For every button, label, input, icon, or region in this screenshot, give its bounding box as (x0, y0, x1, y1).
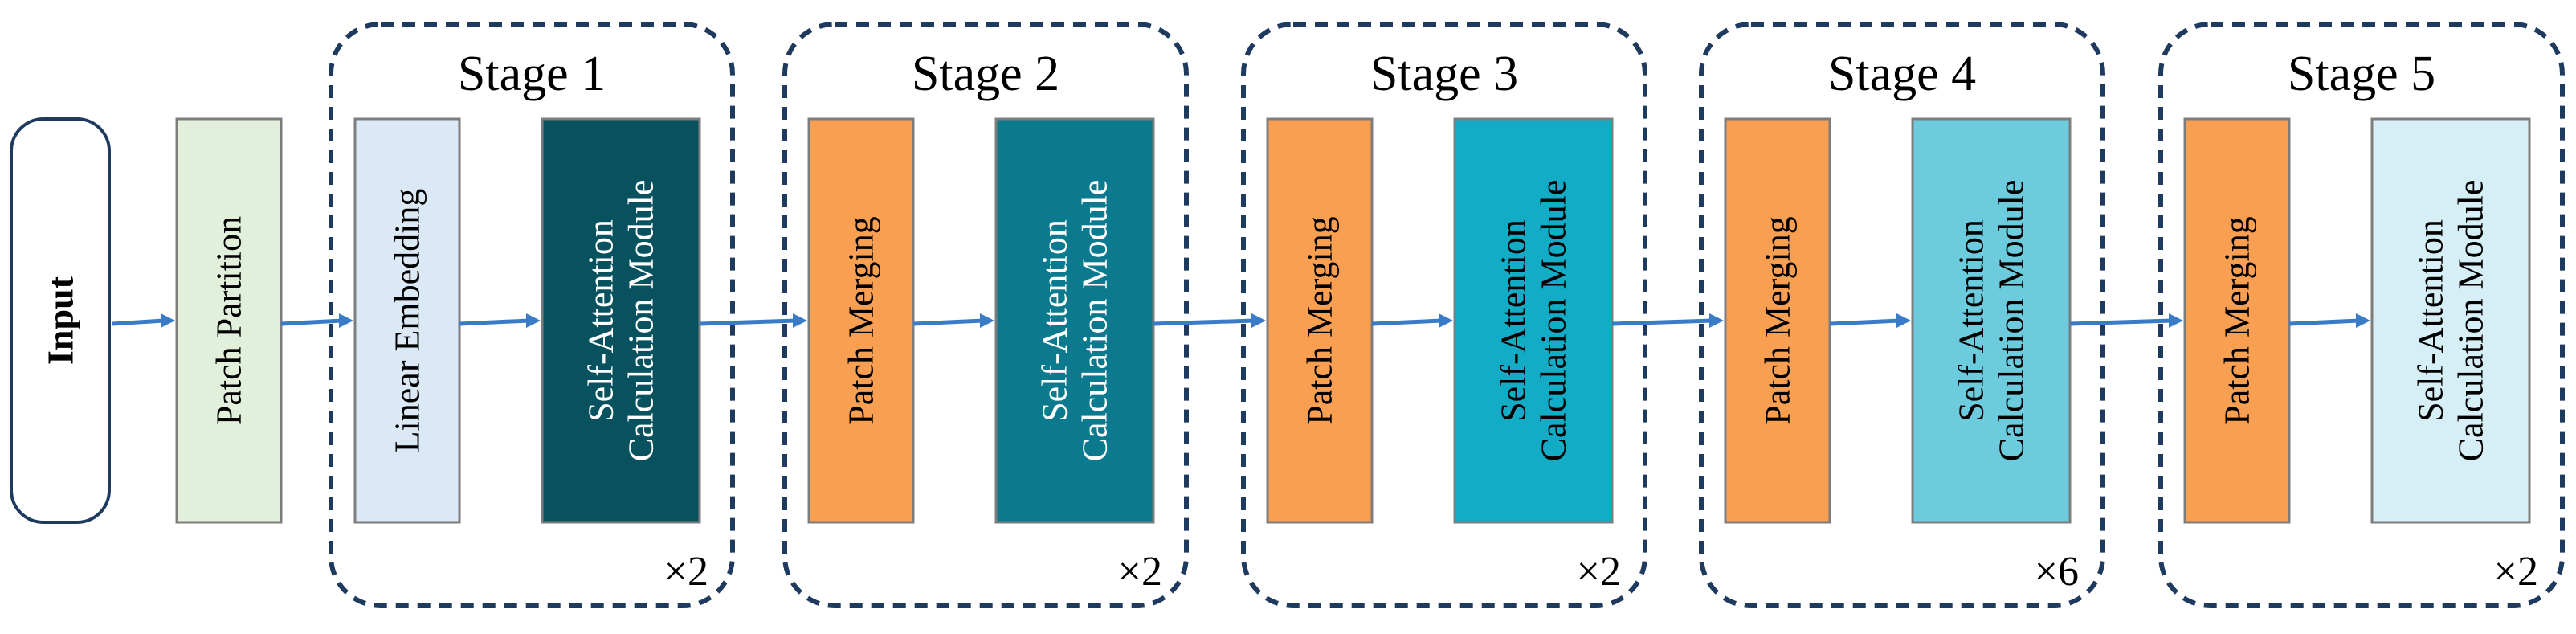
arrow-head (1439, 313, 1453, 328)
flow-arrows (112, 313, 2370, 328)
arrow-shaft (1371, 318, 1443, 326)
arrow-head (339, 313, 353, 328)
arrow-shaft (280, 318, 343, 326)
flow-arrow (1371, 313, 1453, 328)
block-label-line: Calculation Module (622, 180, 661, 462)
patch-merging-block: Patch Merging (807, 117, 915, 524)
block-rect (2183, 117, 2291, 524)
block-label-line: Patch Merging (2218, 216, 2257, 425)
repeat-multiplier: ×2 (1118, 549, 1162, 595)
stage-frame (782, 22, 1189, 608)
stage-frame (1699, 22, 2105, 608)
arrow-head (1709, 313, 1724, 328)
patch-partition-block: Patch Partition (175, 117, 283, 524)
arrow-head (793, 313, 807, 328)
stage-frame (329, 22, 735, 608)
flow-arrow (459, 313, 541, 328)
arrow-shaft (112, 318, 165, 326)
arrow-head (1896, 313, 1911, 328)
arrow-shaft (1153, 318, 1255, 326)
block-rect (994, 117, 1155, 524)
block-rect (541, 117, 701, 524)
arrow-shaft (699, 318, 797, 326)
arrow-head (526, 313, 541, 328)
patch-merging-block: Patch Merging (1724, 117, 1831, 524)
block-rect (807, 117, 915, 524)
flow-arrow (1153, 313, 1266, 328)
flow-arrow (1829, 313, 1911, 328)
arrow-shaft (912, 318, 984, 326)
stage-title: Stage 1 (458, 47, 606, 101)
block-label-line: Self-Attention (582, 219, 621, 422)
patch-merging-block: Patch Merging (2183, 117, 2291, 524)
block-label-line: Linear Embedding (388, 189, 427, 453)
linear-embedding-block: Linear Embedding (353, 117, 461, 524)
block-label-line: Self-Attention (2411, 219, 2451, 422)
arrow-head (2356, 313, 2370, 328)
stage-title: Stage 3 (1370, 47, 1518, 101)
block-label-line: Calculation Module (1534, 180, 1574, 462)
arrow-head (2169, 313, 2183, 328)
flow-arrow (1611, 313, 1724, 328)
block-label-line: Patch Merging (1300, 216, 1340, 425)
arrow-shaft (459, 318, 530, 326)
arrow-head (161, 313, 175, 328)
arrow-head (1251, 313, 1266, 328)
block-rect (1724, 117, 1831, 524)
stage-frame (2158, 22, 2565, 608)
repeat-multiplier: ×2 (2494, 549, 2538, 595)
block-rect (353, 117, 461, 524)
block-label-line: Calculation Module (2451, 180, 2491, 462)
arrow-head (980, 313, 994, 328)
repeat-multiplier: ×6 (2035, 549, 2079, 595)
arrow-shaft (1611, 318, 1713, 326)
block-rect (2370, 117, 2531, 524)
block-rect (1266, 117, 1374, 524)
flow-arrow (699, 313, 807, 328)
block-label-line: Self-Attention (1494, 219, 1533, 422)
flow-arrow (112, 313, 175, 328)
stage-frame (1241, 22, 1647, 608)
repeat-multiplier: ×2 (664, 549, 708, 595)
block-label-line: Calculation Module (1076, 180, 1115, 462)
stage-title: Stage 4 (1828, 47, 1976, 101)
stage-title: Stage 5 (2288, 47, 2435, 101)
arrow-shaft (2288, 318, 2360, 326)
block-label-line: Calculation Module (1992, 180, 2031, 462)
flow-arrow (912, 313, 994, 328)
block-rect (1911, 117, 2072, 524)
block-label-line: Patch Merging (1758, 216, 1798, 425)
flow-arrow (2069, 313, 2183, 328)
arrow-shaft (2069, 318, 2173, 326)
repeat-multiplier: ×2 (1577, 549, 1621, 595)
block-label-line: Patch Merging (842, 216, 881, 425)
input-block: Input (10, 117, 111, 524)
patch-partition-label: Patch Partition (210, 216, 249, 425)
input-label: Input (40, 276, 81, 365)
block-label-line: Self-Attention (1952, 219, 1991, 422)
arrow-shaft (1829, 318, 1900, 326)
block-label-line: Self-Attention (1035, 219, 1075, 422)
stage-title: Stage 2 (912, 47, 1059, 101)
block-rect (1453, 117, 1614, 524)
flow-arrow (280, 313, 353, 328)
flow-arrow (2288, 313, 2370, 328)
patch-merging-block: Patch Merging (1266, 117, 1374, 524)
